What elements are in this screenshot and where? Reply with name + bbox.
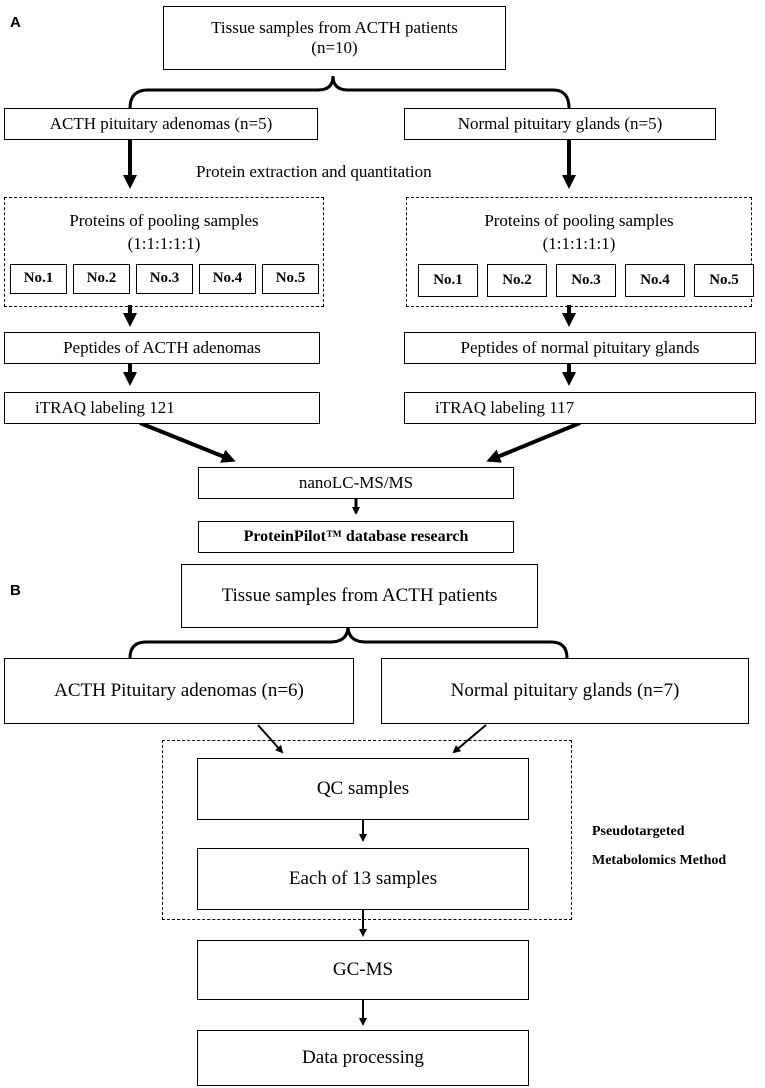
brace-a (128, 75, 571, 109)
arrow-b-diag-left (257, 724, 284, 754)
normal-glands-box: Normal pituitary glands (n=5) (404, 108, 716, 140)
left-pooling-title: Proteins of pooling samples (69, 211, 259, 230)
brace-b (128, 625, 569, 659)
tissue-samples-count: (n=10) (311, 38, 358, 57)
panel-label-b: B (10, 582, 21, 599)
each-samples-box: Each of 13 samples (197, 848, 529, 910)
left-sample-no3: No.3 (136, 264, 193, 294)
right-pooling-ratio: (1:1:1:1:1) (542, 234, 616, 253)
panel-label-a: A (10, 14, 21, 31)
proteinpilot-box: ProteinPilot™ database research (198, 521, 514, 553)
left-itraq-box: iTRAQ labeling 121 (4, 392, 320, 424)
left-sample-no5: No.5 (262, 264, 319, 294)
left-pooling-ratio: (1:1:1:1:1) (127, 234, 201, 253)
right-peptides-box: Peptides of normal pituitary glands (404, 332, 756, 364)
method-label-line1: Pseudotargeted (592, 824, 685, 839)
method-label-line2: Metabolomics Method (592, 853, 727, 868)
pseudotargeted-group (162, 740, 572, 920)
right-pooling-group (406, 197, 752, 307)
nanolc-ms-box: nanoLC-MS/MS (198, 467, 514, 499)
qc-samples-box: QC samples (197, 758, 529, 820)
data-processing-box: Data processing (197, 1030, 529, 1086)
right-sample-no4: No.4 (625, 264, 685, 297)
left-sample-no2: No.2 (73, 264, 130, 294)
left-sample-no4: No.4 (199, 264, 256, 294)
right-sample-no5: No.5 (694, 264, 754, 297)
arrow-b-diag-right (452, 724, 487, 754)
acth-adenomas-box: ACTH pituitary adenomas (n=5) (4, 108, 318, 140)
b-acth-adenomas-box: ACTH Pituitary adenomas (n=6) (4, 658, 354, 724)
left-pooling-group (4, 197, 324, 307)
right-sample-no1: No.1 (418, 264, 478, 297)
protein-extraction-label: Protein extraction and quantitation (196, 162, 432, 181)
right-pooling-title: Proteins of pooling samples (484, 211, 674, 230)
right-sample-no3: No.3 (556, 264, 616, 297)
b-normal-glands-box: Normal pituitary glands (n=7) (381, 658, 749, 724)
gc-ms-box: GC-MS (197, 940, 529, 1000)
arrow-a-diag-left (139, 421, 236, 463)
tissue-samples-box: Tissue samples from ACTH patients (n=10) (163, 6, 506, 70)
right-sample-no2: No.2 (487, 264, 547, 297)
right-itraq-box: iTRAQ labeling 117 (404, 392, 756, 424)
b-tissue-samples-box: Tissue samples from ACTH patients (181, 564, 538, 628)
tissue-samples-title: Tissue samples from ACTH patients (211, 18, 458, 38)
arrow-a-diag-right (486, 421, 581, 463)
left-sample-no1: No.1 (10, 264, 67, 294)
left-peptides-box: Peptides of ACTH adenomas (4, 332, 320, 364)
